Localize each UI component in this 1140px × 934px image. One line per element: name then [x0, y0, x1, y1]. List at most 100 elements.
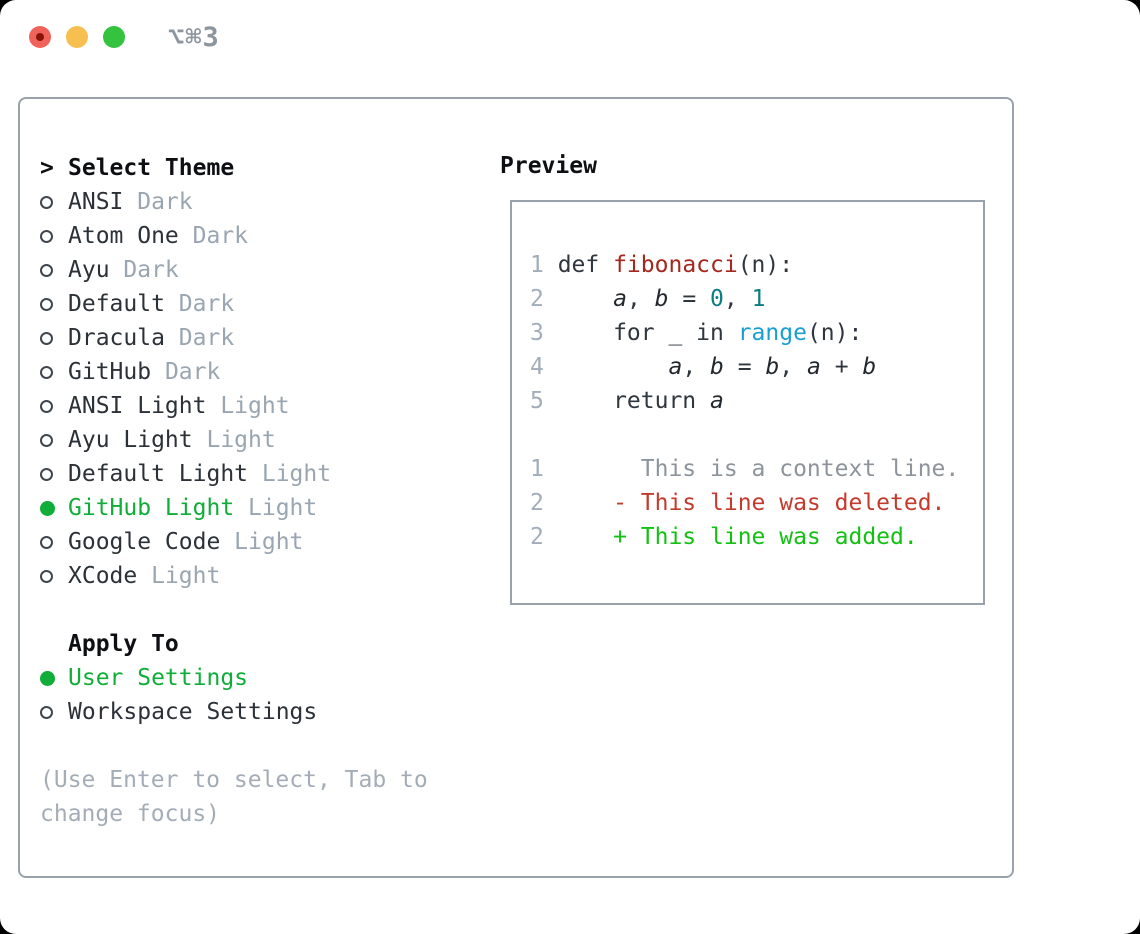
theme-variant: Dark — [137, 189, 193, 215]
code-token: + — [820, 354, 863, 380]
code-token: return — [557, 388, 711, 414]
code-token: (n): — [737, 252, 794, 278]
theme-name: ANSI — [68, 189, 124, 215]
theme-variant: Light — [151, 563, 221, 589]
diff-text: + This line was added. — [557, 524, 918, 550]
theme-option-default-light[interactable]: Default Light Light — [40, 457, 480, 491]
code-token: a — [807, 354, 821, 380]
theme-variant: Dark — [123, 257, 179, 283]
radio-selected-icon — [40, 670, 68, 686]
radio-selected-icon — [40, 500, 68, 516]
theme-option-dracula-dark[interactable]: Dracula Dark — [40, 321, 480, 355]
theme-option-ansi-light[interactable]: ANSI Light Light — [40, 389, 480, 423]
code-token: def — [557, 252, 614, 278]
theme-variant: Dark — [192, 223, 249, 249]
radio-unselected-icon — [40, 569, 68, 583]
apply-option-workspace-settings[interactable]: Workspace Settings — [40, 695, 480, 729]
close-dot-icon — [36, 33, 44, 41]
theme-option-ayu-light[interactable]: Ayu Light Light — [40, 423, 480, 457]
zoom-button[interactable] — [103, 26, 125, 48]
code-token: a — [613, 286, 627, 312]
line-number: 2 — [530, 286, 544, 312]
theme-variant: Light — [261, 461, 332, 487]
code-token: b — [765, 354, 780, 380]
code-token: b — [862, 354, 877, 380]
theme-name: XCode — [68, 563, 138, 589]
code-token: = — [668, 286, 711, 312]
line-number: 2 — [530, 490, 544, 516]
theme-name: Default Light — [68, 461, 249, 487]
radio-unselected-icon — [40, 263, 68, 277]
code-line: 1 def fibonacci (n): — [530, 248, 983, 282]
theme-name: Google Code — [68, 529, 221, 555]
window-title-shortcut: ⌥⌘3 — [168, 22, 220, 53]
code-token: b — [710, 354, 724, 380]
prompt-icon: > — [40, 155, 54, 181]
section-gap — [40, 729, 480, 763]
radio-unselected-icon — [40, 399, 68, 413]
theme-option-github-light[interactable]: GitHub Light Light — [40, 491, 480, 525]
code-token — [558, 350, 669, 384]
radio-unselected-icon — [40, 229, 68, 243]
theme-option-default-dark[interactable]: Default Dark — [40, 287, 480, 321]
code-line: 5 return a — [530, 384, 983, 418]
code-token: = — [723, 354, 766, 380]
select-theme-header-row: > Select Theme — [40, 151, 480, 185]
theme-option-xcode-light[interactable]: XCode Light — [40, 559, 480, 593]
radio-unselected-icon — [40, 195, 68, 209]
apply-option-label: Workspace Settings — [68, 699, 318, 725]
code-token: b — [654, 286, 669, 312]
code-token: (n): — [806, 320, 863, 346]
code-token: range — [737, 320, 807, 346]
theme-name: Dracula — [68, 325, 165, 351]
line-number: 1 — [530, 252, 544, 278]
code-token: 0 — [710, 286, 724, 312]
radio-unselected-icon — [40, 433, 68, 447]
theme-name: Default — [68, 291, 165, 317]
minimize-button[interactable] — [66, 26, 88, 48]
code-token: for _ in — [557, 320, 738, 346]
titlebar: ⌥⌘3 — [0, 0, 1140, 74]
line-number: 1 — [530, 456, 544, 482]
radio-unselected-icon — [40, 365, 68, 379]
preview-title: Preview — [500, 153, 597, 179]
diff-text: - This line was deleted. — [557, 490, 946, 516]
theme-variant: Dark — [164, 359, 221, 385]
radio-unselected-icon — [40, 331, 68, 345]
theme-option-google-code-light[interactable]: Google Code Light — [40, 525, 480, 559]
apply-option-user-settings[interactable]: User Settings — [40, 661, 480, 695]
close-button[interactable] — [29, 26, 51, 48]
code-token: fibonacci — [613, 252, 738, 278]
theme-option-atom-one-dark[interactable]: Atom One Dark — [40, 219, 480, 253]
theme-variant: Dark — [178, 291, 235, 317]
theme-name: Ayu Light — [68, 427, 193, 453]
line-number: 5 — [530, 388, 544, 414]
line-number: 3 — [530, 320, 544, 346]
theme-option-ayu-dark[interactable]: Ayu Dark — [40, 253, 480, 287]
diff-deleted-line: 2 - This line was deleted. — [530, 486, 983, 520]
theme-variant: Light — [234, 529, 304, 555]
section-gap — [40, 593, 480, 627]
line-number: 2 — [530, 524, 544, 550]
diff-context-line: 1 This is a context line. — [530, 452, 983, 486]
code-preview: 1 def fibonacci (n): 2 a , b = 0 , 1 3 f… — [510, 200, 985, 605]
apply-to-header-row: Apply To — [40, 627, 480, 661]
theme-name: Ayu — [68, 257, 110, 283]
line-number: 4 — [530, 354, 544, 380]
theme-name: Atom One — [68, 223, 179, 249]
code-token: , — [626, 286, 655, 312]
theme-name: ANSI Light — [68, 393, 207, 419]
code-line: 3 for _ in range (n): — [530, 316, 983, 350]
code-token: , — [723, 286, 752, 312]
apply-option-label: User Settings — [68, 665, 249, 691]
keyboard-hint: (Use Enter to select, Tab to change focu… — [40, 767, 428, 827]
code-line: 4 a , b = b , a + b — [530, 350, 983, 384]
blank-line — [530, 418, 983, 452]
code-token: 1 — [751, 286, 766, 312]
code-token: a — [668, 354, 683, 380]
code-token: , — [779, 354, 807, 380]
theme-option-github-dark[interactable]: GitHub Dark — [40, 355, 480, 389]
apply-to-title: Apply To — [68, 631, 179, 657]
theme-option-ansi-dark[interactable]: ANSI Dark — [40, 185, 480, 219]
